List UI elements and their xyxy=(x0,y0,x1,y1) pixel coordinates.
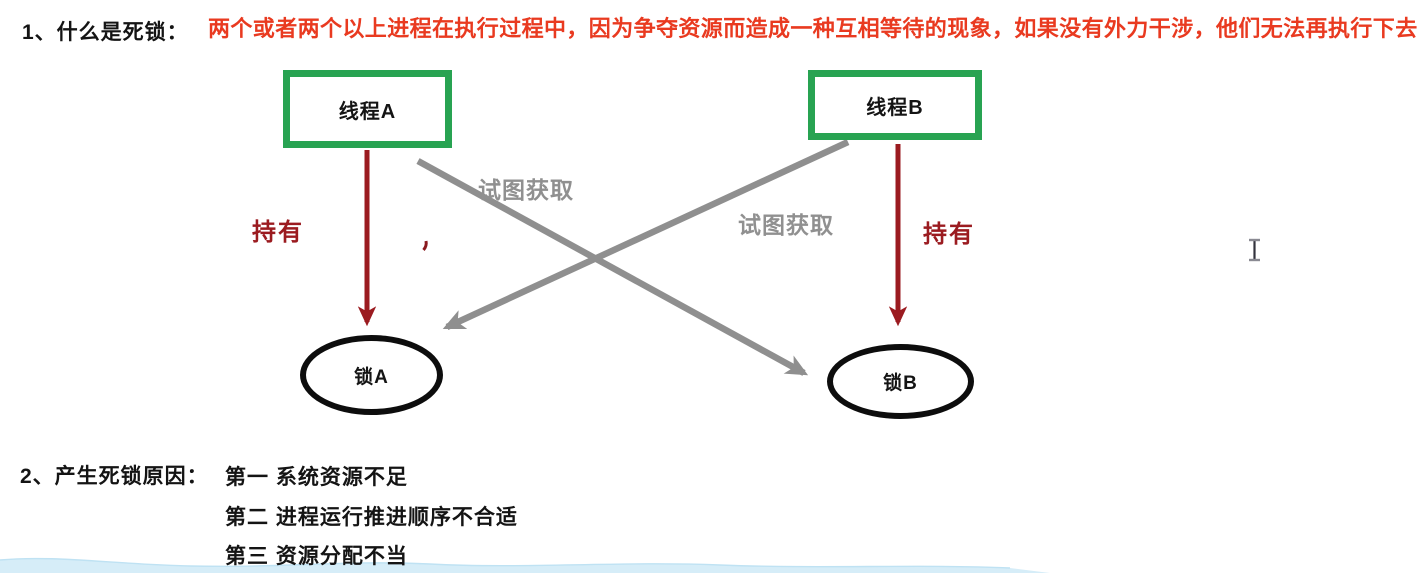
reason-item: 第一 系统资源不足 xyxy=(225,466,408,489)
thread-a-label: 线程A xyxy=(338,100,397,123)
edge-threadA-acquire-lockB xyxy=(416,158,809,376)
deadlock-definition-text: 两个或者两个以上进程在执行过程中，因为争夺资源而造成一种互相等待的现象，如果没有… xyxy=(208,16,1418,41)
reason-list: 第一 系统资源不足 第二 进程运行推进顺序不合适 第三 资源分配不当 xyxy=(225,458,518,573)
node-thread-a: 线程A xyxy=(283,70,452,148)
wave-decoration xyxy=(0,558,1050,573)
hold-label-left: 持有 xyxy=(252,219,304,246)
lock-b-label: 锁B xyxy=(883,373,918,394)
acquire-label-right: 试图获取 xyxy=(738,212,834,238)
stray-pen-mark xyxy=(422,240,428,251)
section2-heading: 2、产生死锁原因： xyxy=(20,465,209,488)
node-lock-a: 锁A xyxy=(300,335,443,415)
node-thread-b: 线程B xyxy=(808,70,982,140)
node-lock-b: 锁B xyxy=(827,344,974,419)
thread-b-label: 线程B xyxy=(866,96,924,119)
section1-heading: 1、什么是死锁： xyxy=(22,21,189,44)
lock-a-label: 锁A xyxy=(354,366,389,388)
acquire-label-left: 试图获取 xyxy=(478,177,574,203)
reason-item: 第二 进程运行推进顺序不合适 xyxy=(225,505,518,529)
hold-label-right: 持有 xyxy=(923,221,975,248)
i-beam-cursor-icon xyxy=(1249,238,1260,262)
reason-item: 第三 资源分配不当 xyxy=(225,545,408,568)
